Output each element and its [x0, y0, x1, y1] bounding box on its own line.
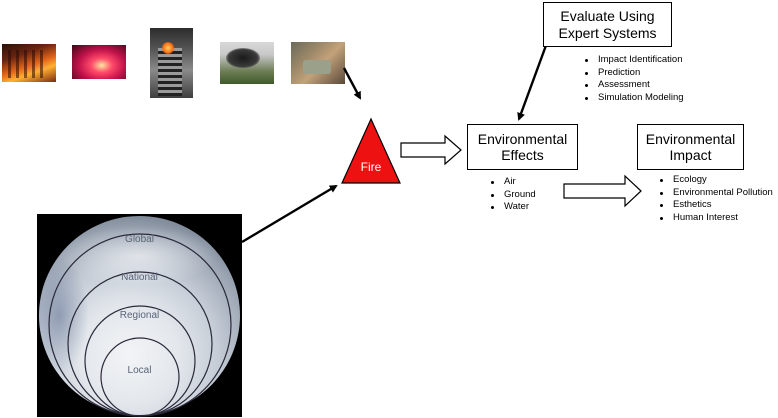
photos-to-fire-arrow — [342, 67, 362, 100]
list-item: Assessment — [582, 79, 684, 92]
list-item: Esthetics — [657, 199, 773, 212]
list-item: Environmental Pollution — [657, 187, 773, 200]
vehicle-shape — [303, 60, 331, 74]
effects-box: Environmental Effects — [467, 124, 578, 170]
impact-title-line2: Impact — [669, 147, 712, 163]
scale-circles — [48, 233, 232, 417]
impact-list: Ecology Environmental Pollution Esthetic… — [657, 174, 773, 224]
evaluate-title-line1: Evaluate Using — [560, 8, 655, 25]
earth-panel: Global National Regional Local — [37, 214, 242, 417]
roof-shape — [8, 50, 48, 78]
burning-building-photo — [150, 28, 193, 98]
house-fire-photo — [2, 44, 56, 82]
night-fire-photo — [72, 45, 126, 79]
tower-windows — [158, 48, 182, 96]
list-item: Water — [488, 201, 536, 214]
list-item: Impact Identification — [582, 54, 684, 67]
effects-to-impact-block-arrow — [563, 174, 642, 208]
evaluate-box: Evaluate Using Expert Systems — [543, 2, 672, 47]
evaluate-to-effects-arrow — [517, 39, 550, 121]
effects-title-line1: Environmental — [477, 130, 568, 147]
scale-label-global: Global — [125, 234, 154, 245]
fire-to-effects-block-arrow — [400, 134, 462, 166]
list-item: Ground — [488, 189, 536, 202]
list-item: Simulation Modeling — [582, 92, 684, 105]
list-item: Air — [488, 176, 536, 189]
earth-to-fire-arrow — [241, 184, 338, 244]
wildfire-vehicle-photo — [291, 42, 345, 84]
local-circle — [100, 337, 180, 417]
smoke-cloud — [226, 48, 260, 68]
tower-flame — [162, 42, 174, 54]
list-item: Human Interest — [657, 212, 773, 225]
impact-title-line1: Environmental — [645, 130, 736, 147]
evaluate-title-line2: Expert Systems — [558, 24, 657, 41]
list-item: Prediction — [582, 67, 684, 80]
smoke-plume-photo — [220, 42, 274, 84]
impact-box: Environmental Impact — [637, 124, 744, 170]
effects-title-line2: Effects — [501, 147, 544, 163]
fire-label: Fire — [360, 160, 382, 174]
evaluate-list: Impact Identification Prediction Assessm… — [582, 54, 684, 104]
scale-label-local: Local — [127, 365, 152, 376]
fire-triangle — [341, 117, 401, 184]
list-item: Ecology — [657, 174, 773, 187]
cloud-swirl — [59, 226, 219, 286]
scale-label-national: National — [121, 272, 158, 283]
scale-label-regional: Regional — [119, 310, 160, 321]
effects-list: Air Ground Water — [488, 176, 536, 214]
